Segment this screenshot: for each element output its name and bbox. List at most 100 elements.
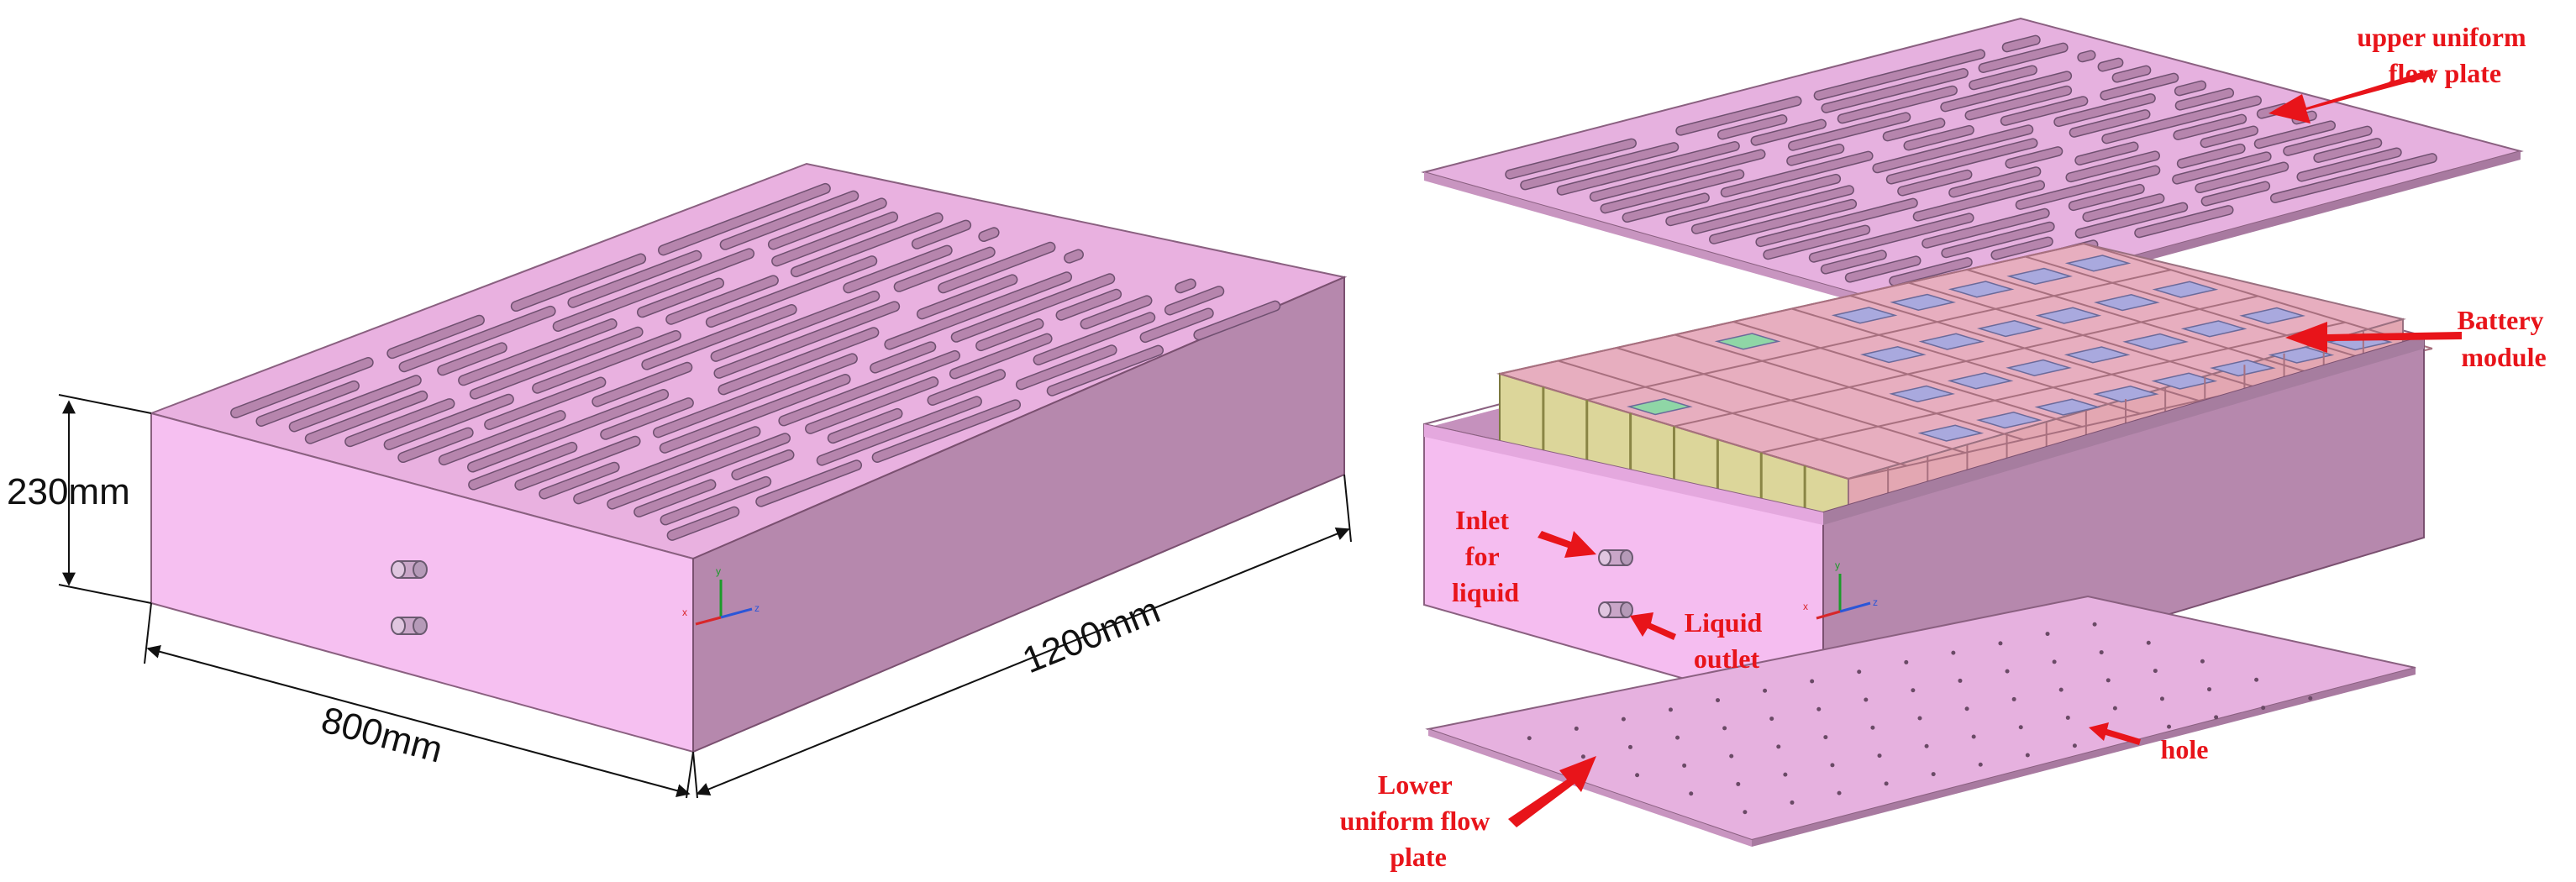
cell-terminal-tab xyxy=(2152,281,2219,298)
flow-slot xyxy=(938,243,1054,292)
flow-slot xyxy=(1194,302,1280,339)
flow-slot xyxy=(306,391,427,444)
flow-hole xyxy=(1931,772,1936,777)
flow-slot xyxy=(654,354,857,437)
flow-slot xyxy=(1810,213,1974,262)
flow-hole xyxy=(1857,669,1862,675)
label-inlet: Inlet for liquid xyxy=(1452,505,1519,607)
flow-slot xyxy=(1623,193,1709,222)
cell-terminal-tab xyxy=(2064,255,2132,272)
flow-slot xyxy=(2069,185,2144,210)
flow-slot xyxy=(345,399,454,446)
cell-terminal-tab xyxy=(2063,346,2131,364)
flow-slot xyxy=(1590,150,1765,201)
flow-slot xyxy=(634,480,715,517)
flow-slot xyxy=(1506,139,1636,179)
flow-hole xyxy=(1904,659,1909,664)
flow-slot xyxy=(895,248,995,291)
flow-hole xyxy=(2146,640,2151,645)
flow-slot xyxy=(2083,194,2163,221)
flow-slot xyxy=(2173,152,2271,184)
cell-terminal-tab xyxy=(1860,346,1927,364)
flow-slot xyxy=(459,319,617,385)
flow-hole xyxy=(1830,763,1835,768)
flow-slot xyxy=(2078,51,2095,61)
flow-slot xyxy=(2284,127,2372,155)
cell-terminal-tab xyxy=(2122,333,2189,350)
flow-slot xyxy=(1846,256,1921,282)
arrow-lower-plate xyxy=(1508,756,1596,827)
cell-terminal-tab xyxy=(2006,359,2072,376)
flow-hole xyxy=(1924,743,1929,748)
flow-slot xyxy=(2006,147,2062,168)
flow-slot xyxy=(1991,238,2053,260)
flow-slot xyxy=(844,246,952,292)
flow-slot xyxy=(2102,97,2261,143)
flow-slot xyxy=(976,319,1043,350)
flow-slot xyxy=(471,328,643,399)
flow-slot xyxy=(592,363,691,407)
flow-hole xyxy=(1763,688,1768,693)
flow-slot xyxy=(568,251,701,307)
flow-hole xyxy=(2214,715,2219,720)
flow-slot xyxy=(712,291,879,361)
flow-slot xyxy=(979,228,999,241)
arrow-battery-module xyxy=(2285,322,2462,353)
flow-slot xyxy=(2271,154,2437,202)
flow-hole xyxy=(1682,763,1687,768)
axis-y-label-right: y xyxy=(1835,559,1840,571)
flow-hole xyxy=(1736,781,1741,786)
flow-slot xyxy=(1890,258,1972,286)
outlet-pipe-right xyxy=(1598,601,1633,618)
flow-slot xyxy=(707,256,876,327)
flow-hole xyxy=(1870,725,1875,730)
flow-slot xyxy=(1764,226,1869,259)
flow-hole xyxy=(1917,716,1922,721)
flow-slot xyxy=(1787,144,1843,165)
flow-slot xyxy=(772,213,897,265)
flow-hole xyxy=(1978,762,1983,767)
flow-slot xyxy=(485,378,605,429)
cell-terminal-tab xyxy=(1977,320,2043,338)
flow-slot xyxy=(885,272,1071,349)
flow-slot xyxy=(1718,115,1786,139)
flow-slot xyxy=(952,274,1114,342)
label-battery-module: Battery module xyxy=(2457,305,2550,372)
flow-slot xyxy=(231,358,373,417)
flow-slot xyxy=(638,279,723,317)
axis-z-label: z xyxy=(754,602,760,614)
flow-slot xyxy=(512,255,645,311)
flow-slot xyxy=(928,370,1005,405)
flow-slot xyxy=(1048,346,1163,396)
dimension-width-text: 800mm xyxy=(317,699,446,770)
flow-slot xyxy=(1601,170,1743,213)
flow-slot xyxy=(1887,139,2037,184)
flow-slot xyxy=(714,302,899,378)
flow-slot xyxy=(1914,181,2044,221)
flow-hole xyxy=(2011,696,2016,701)
flow-hole xyxy=(1675,735,1680,740)
flow-slot xyxy=(1722,152,1873,197)
flow-hole xyxy=(2153,669,2158,674)
flow-slot xyxy=(756,460,861,507)
flow-slot xyxy=(2113,66,2150,82)
cell-terminal-tab xyxy=(2180,320,2247,338)
flow-slot xyxy=(660,375,850,453)
flow-hole xyxy=(1911,688,1916,693)
flow-slot xyxy=(2178,144,2245,168)
flow-slot xyxy=(398,428,473,462)
flow-slot xyxy=(817,396,981,465)
flow-slot xyxy=(468,390,668,471)
flow-hole xyxy=(2207,687,2212,692)
cell-terminal-tab xyxy=(1890,293,1956,311)
flow-slot xyxy=(1838,87,1957,123)
inlet-pipe-right xyxy=(1598,549,1633,566)
flow-slot xyxy=(400,307,555,371)
flow-hole xyxy=(1574,726,1579,731)
flow-hole xyxy=(2308,696,2313,701)
flow-hole xyxy=(1722,726,1727,731)
flow-hole xyxy=(1783,772,1788,777)
arrow-hole xyxy=(2089,722,2141,745)
flow-slot xyxy=(2255,121,2335,148)
flow-slot xyxy=(1521,143,1678,189)
